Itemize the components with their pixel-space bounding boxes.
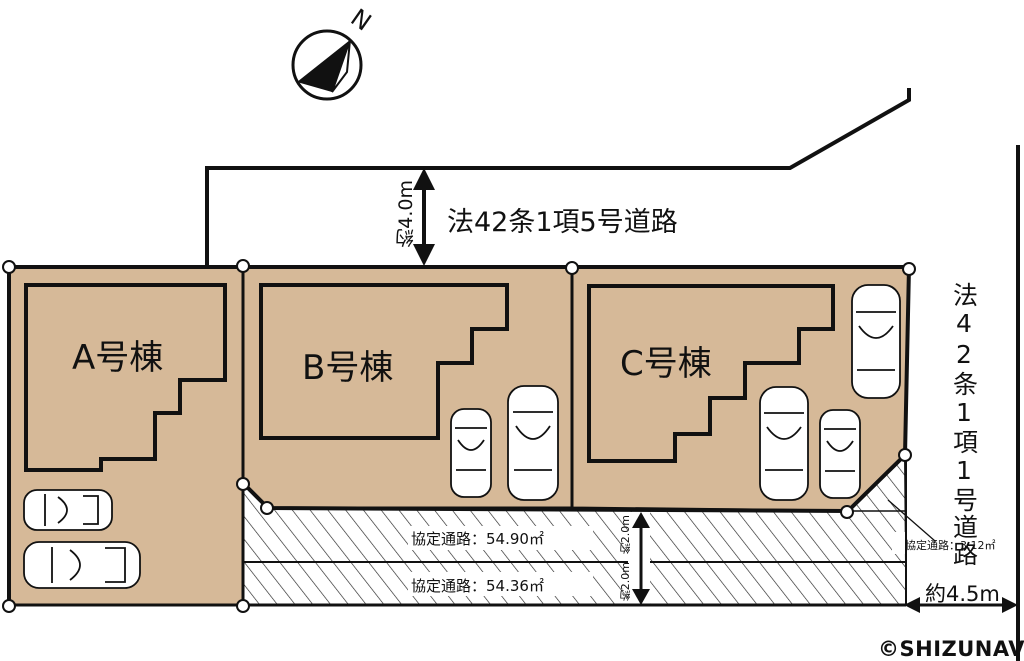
- north-road-edge: [205, 88, 911, 265]
- car-icon: [23, 489, 113, 531]
- passage-corner-label: 協定通路：3.12㎡: [905, 539, 996, 552]
- building-b-footprint: [259, 283, 509, 440]
- passage-lower-width: 約2.0m: [619, 562, 632, 602]
- car-icon: [23, 541, 141, 589]
- car-icon: [819, 409, 861, 499]
- passage-upper-label: 協定通路：54.90㎡: [411, 530, 544, 548]
- car-icon: [851, 284, 901, 399]
- unit-a-label: A号棟: [72, 338, 164, 378]
- copyright-watermark: ©SHIZUNAVI: [878, 637, 1024, 661]
- boundary-markers: [2, 259, 916, 613]
- car-icon: [759, 386, 809, 501]
- building-c-footprint: [587, 284, 835, 463]
- north-road-name: 法42条1項5号道路: [447, 207, 678, 238]
- car-icon: [507, 385, 559, 501]
- passage-lower-label: 協定通路：54.36㎡: [411, 577, 544, 595]
- unit-b-label: B号棟: [302, 348, 394, 388]
- east-road-width: 約4.5m: [925, 582, 1000, 606]
- building-a-footprint: [24, 283, 227, 472]
- car-icon: [450, 408, 492, 498]
- unit-c-label: C号棟: [620, 344, 712, 384]
- east-road-name: 法42条1項1号道路: [949, 282, 979, 568]
- dimension-east-road: [904, 597, 1018, 613]
- dimension-passage: [632, 512, 650, 605]
- passage-upper-width: 約2.0m: [619, 515, 632, 555]
- compass-icon: [291, 29, 363, 101]
- dimension-north-road: [413, 168, 435, 266]
- north-road-width: 約4.0m: [395, 180, 417, 248]
